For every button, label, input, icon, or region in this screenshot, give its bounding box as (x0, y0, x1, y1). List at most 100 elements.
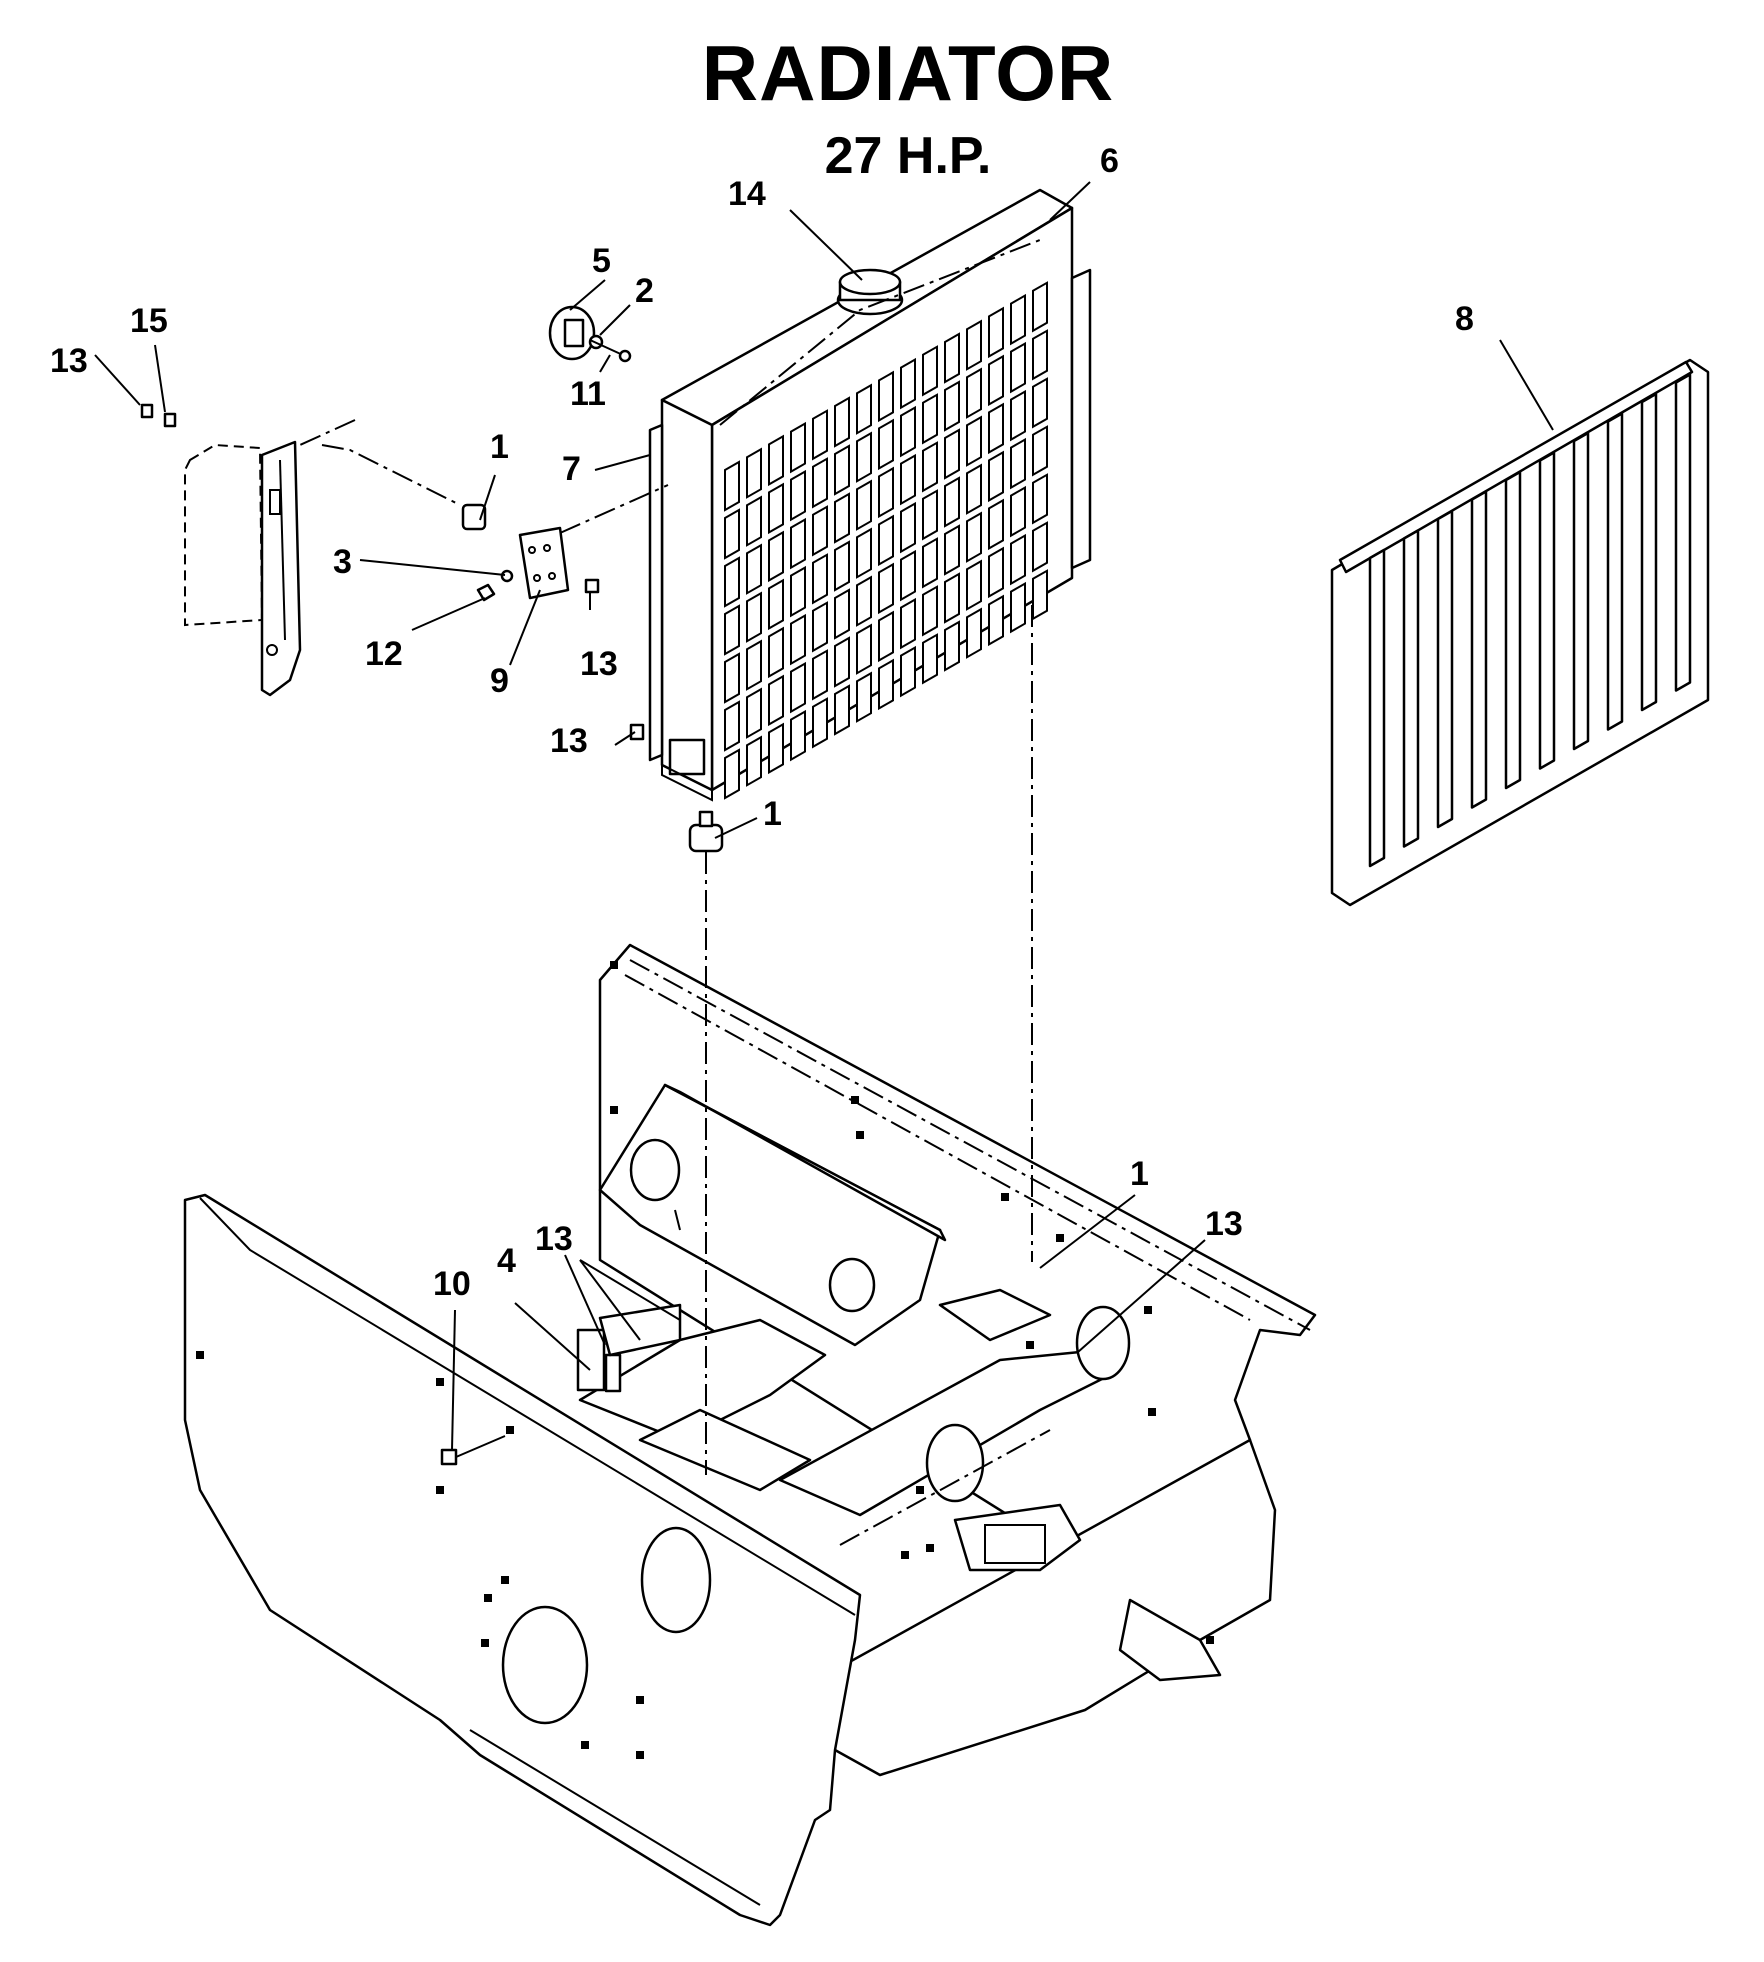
frame-bolt-hole (436, 1486, 444, 1494)
radiator-fin (988, 594, 1004, 647)
radiator-fin (834, 444, 850, 496)
radiator-fin (944, 428, 960, 480)
radiator-fin (790, 661, 806, 714)
grille-slat (1606, 412, 1624, 731)
radiator-fin (988, 450, 1004, 503)
radiator-fin (724, 460, 740, 512)
callout-13: 13 (550, 722, 588, 760)
radiator-fin (1032, 329, 1048, 381)
radiator-fin (944, 380, 960, 432)
side-shroud-panel (140, 403, 302, 697)
frame-bolt-hole (1001, 1193, 1009, 1201)
callout-12: 12 (365, 635, 403, 673)
radiator-fin (768, 674, 784, 727)
radiator-fin (856, 383, 872, 435)
radiator-fin (790, 613, 806, 666)
radiator-fin (790, 469, 806, 522)
radiator-fin (966, 463, 982, 515)
radiator-fin (812, 649, 828, 701)
frame-bolt-hole (196, 1351, 204, 1359)
radiator-fin (900, 453, 916, 506)
grille-slat (1436, 509, 1454, 829)
radiator-fin (1032, 473, 1048, 525)
radiator-fin (790, 565, 806, 618)
radiator-fin (922, 537, 938, 589)
radiator-fin (922, 345, 938, 397)
radiator-fin (790, 421, 806, 474)
radiator-fin (790, 517, 806, 570)
radiator-fin (768, 530, 784, 583)
callout-1: 1 (490, 428, 509, 466)
radiator-fin (746, 447, 762, 499)
radiator-fin (878, 370, 894, 423)
callout-leaders (94, 181, 1554, 1451)
radiator-cap (836, 268, 904, 316)
radiator-fin (1032, 569, 1048, 621)
radiator-fin (746, 591, 762, 643)
radiator-fin (834, 540, 850, 592)
callout-14: 14 (728, 175, 766, 213)
grille-slat (1572, 431, 1590, 751)
radiator-fin (856, 575, 872, 627)
callout-9: 9 (490, 662, 509, 700)
callout-10: 10 (433, 1265, 471, 1303)
radiator-fin (790, 709, 806, 762)
callout-6: 6 (1100, 142, 1119, 180)
radiator-fin (944, 572, 960, 624)
frame-bolt-hole (1206, 1636, 1214, 1644)
radiator-fin (1010, 581, 1026, 634)
radiator-fin (746, 639, 762, 691)
radiator-fin (966, 607, 982, 659)
grille-slat (1402, 529, 1420, 848)
radiator-fin (900, 405, 916, 458)
radiator-fin (856, 623, 872, 675)
frame-bolt-hole (610, 1106, 618, 1114)
callout-labels: 13 15 1 3 12 9 13 7 5 2 11 14 6 8 13 1 1… (50, 142, 1474, 1303)
radiator-fin (768, 434, 784, 487)
radiator-fin (812, 409, 828, 461)
radiator-fin (944, 524, 960, 576)
radiator-fin (944, 476, 960, 528)
radiator-fin (988, 402, 1004, 455)
callout-13: 13 (535, 1220, 573, 1258)
frame-bolt-hole (581, 1741, 589, 1749)
radiator-fin (944, 620, 960, 672)
radiator-fin (856, 479, 872, 531)
radiator-fin (812, 505, 828, 557)
radiator-fin (1010, 485, 1026, 538)
callout-13: 13 (50, 342, 88, 380)
radiator-fin (1010, 293, 1026, 346)
radiator-fin (812, 553, 828, 605)
radiator-fin (856, 671, 872, 723)
radiator-fin (724, 700, 740, 752)
radiator-fin (900, 549, 916, 602)
radiator-fin (922, 585, 938, 637)
radiator-fin (878, 514, 894, 567)
radiator-fin (1010, 437, 1026, 490)
radiator-fin (812, 457, 828, 509)
callout-13: 13 (1205, 1205, 1243, 1243)
frame-bolt-hole (926, 1544, 934, 1552)
radiator-fin (900, 597, 916, 650)
radiator-fin (900, 645, 916, 698)
diagram-subtitle: 27 H.P. (824, 127, 992, 185)
frame-bolt-hole (481, 1639, 489, 1647)
frame-bolt-hole (1144, 1306, 1152, 1314)
radiator-fin (966, 319, 982, 371)
radiator-fin (834, 684, 850, 736)
radiator-fin (746, 495, 762, 547)
frame-bolt-hole (901, 1551, 909, 1559)
radiator-fin (1032, 281, 1048, 333)
grille-screen (1330, 358, 1710, 907)
callout-13: 13 (580, 645, 618, 683)
radiator-fin (1010, 533, 1026, 586)
radiator-fin (966, 415, 982, 467)
grille-slat (1470, 490, 1488, 809)
radiator-fin (878, 610, 894, 663)
grille-slat (1538, 451, 1556, 770)
radiator-fin (768, 578, 784, 631)
radiator-fin (724, 508, 740, 560)
frame-bolt-hole (636, 1751, 644, 1759)
radiator-fin (724, 556, 740, 608)
